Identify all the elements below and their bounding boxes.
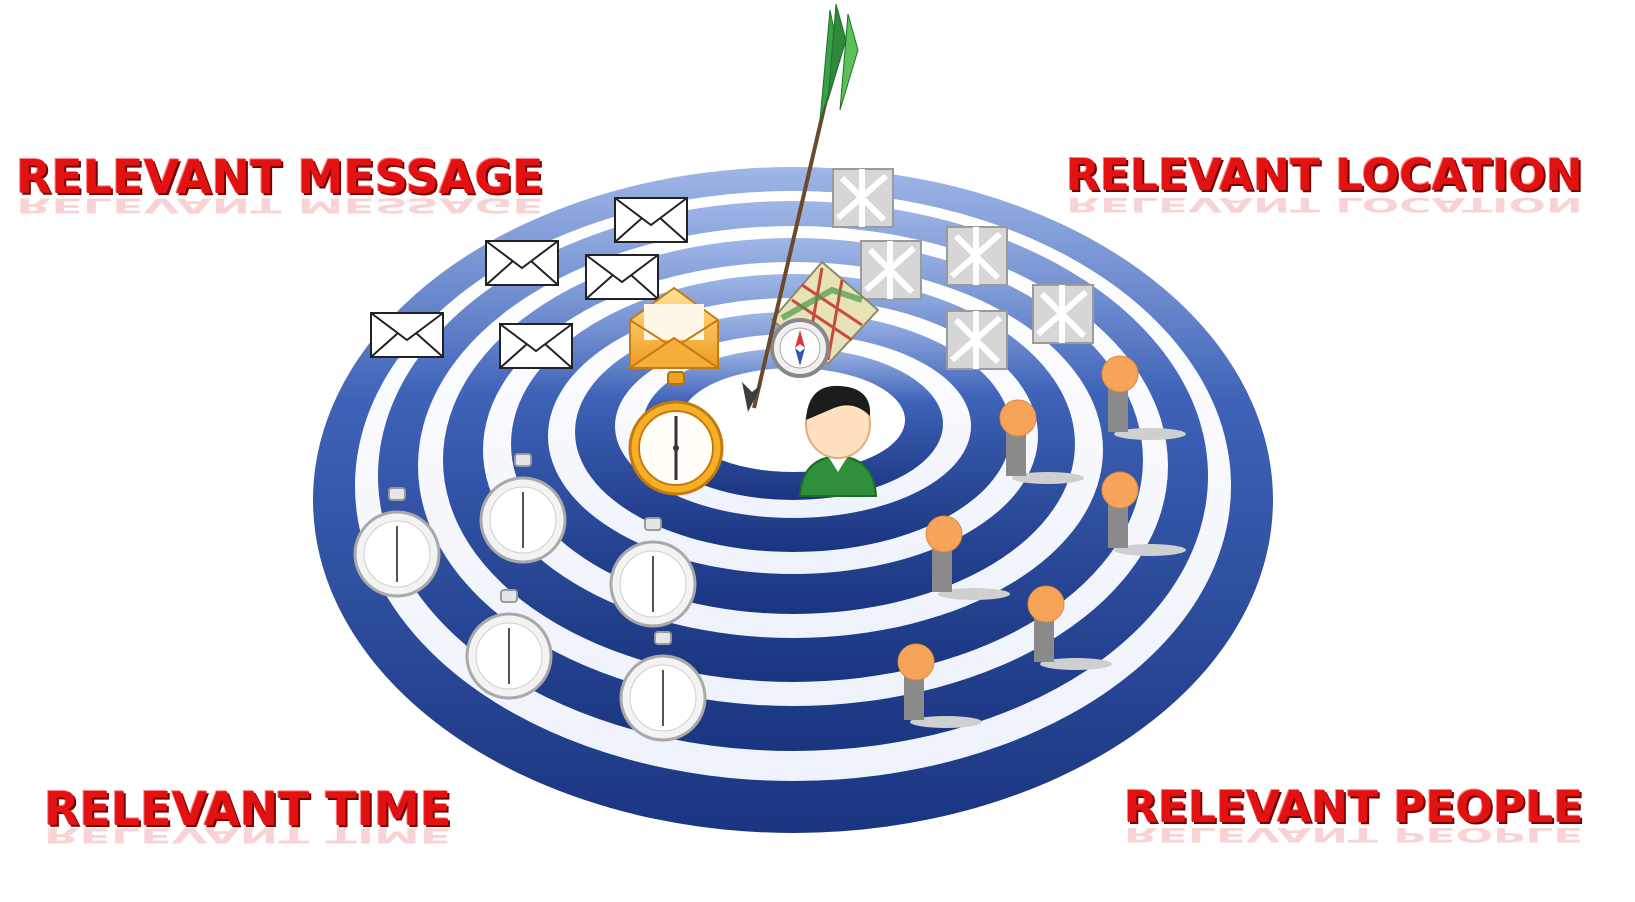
label-relevant-time: RELEVANT TIME — [44, 782, 452, 836]
map-compass-icon — [770, 260, 880, 378]
map-tile-icon — [946, 310, 1008, 370]
person-figure-icon — [925, 515, 1010, 600]
label-relevant-people-reflection: RELEVANT PEOPLE — [1124, 823, 1584, 846]
label-relevant-message: RELEVANT MESSAGE — [16, 150, 544, 204]
label-relevant-location: RELEVANT LOCATION — [1066, 150, 1583, 201]
person-figure-icon — [999, 399, 1084, 484]
person-figure-icon — [897, 643, 982, 728]
stopwatch-icon — [465, 589, 553, 700]
stopwatch-icon — [353, 487, 441, 598]
arrow-icon — [742, 3, 859, 412]
envelope-icon — [614, 197, 688, 243]
stopwatch-icon — [609, 517, 697, 628]
map-tile-icon — [832, 168, 894, 228]
label-relevant-people: RELEVANT PEOPLE — [1124, 782, 1584, 833]
label-relevant-location-reflection: RELEVANT LOCATION — [1066, 193, 1583, 216]
label-relevant-time-reflection: RELEVANT TIME — [44, 823, 452, 848]
stopwatch-icon — [619, 631, 707, 742]
envelope-icon — [585, 254, 659, 300]
stopwatch-icon — [479, 453, 567, 564]
envelope-icon — [485, 240, 559, 286]
map-tile-icon — [946, 226, 1008, 286]
person-figure-icon — [1101, 355, 1186, 440]
person-figure-icon — [1027, 585, 1112, 670]
stopwatch-gold-icon — [628, 371, 724, 496]
envelope-icon — [370, 312, 444, 358]
gold-envelope-icon — [626, 286, 722, 369]
map-tile-icon — [860, 240, 922, 300]
person-icon — [798, 385, 878, 497]
label-relevant-message-reflection: RELEVANT MESSAGE — [16, 193, 544, 218]
envelope-icon — [499, 323, 573, 369]
person-figure-icon — [1101, 471, 1186, 556]
map-tile-icon — [1032, 284, 1094, 344]
